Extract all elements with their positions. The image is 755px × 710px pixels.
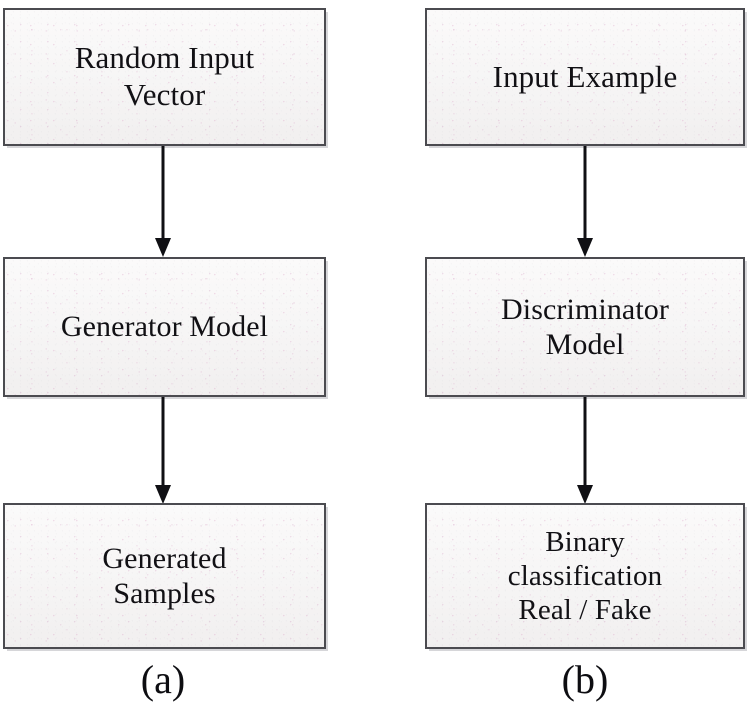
panel-caption-a: (a) <box>140 657 186 702</box>
node-random-input-vector: Random Input Vector <box>3 8 326 146</box>
node-discriminator-model: Discriminator Model <box>425 257 745 397</box>
arrow-input-example-to-discriminator <box>577 146 593 257</box>
arrow-generator-to-generated-samples <box>155 397 171 504</box>
node-label: Random Input Vector <box>74 40 255 112</box>
panel-caption-b: (b) <box>561 657 609 702</box>
arrow-random-input-to-generator <box>155 146 171 257</box>
node-label: Generated Samples <box>102 541 227 610</box>
node-label: Input Example <box>492 58 678 94</box>
node-generator-model: Generator Model <box>3 257 326 397</box>
node-input-example: Input Example <box>425 8 745 146</box>
node-label: Generator Model <box>60 310 269 344</box>
arrow-discriminator-to-binary-classification <box>577 397 593 504</box>
node-label: Binary classification Real / Fake <box>507 525 663 627</box>
node-label: Discriminator Model <box>501 292 669 361</box>
node-binary-classification: Binary classification Real / Fake <box>425 503 745 649</box>
node-generated-samples: Generated Samples <box>3 503 326 649</box>
